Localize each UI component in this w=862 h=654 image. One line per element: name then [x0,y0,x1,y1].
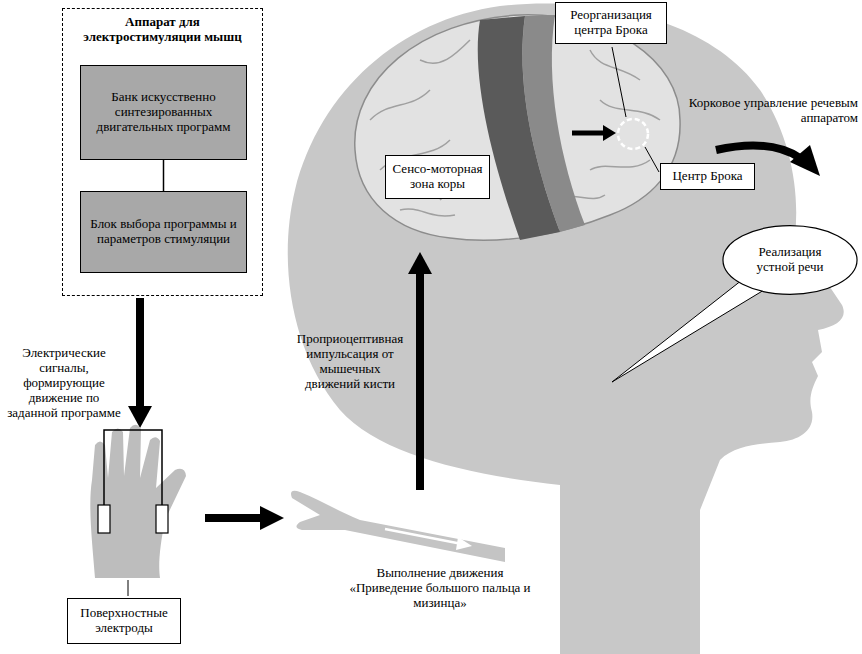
node-text: Банк искусственно синтезированных двигат… [87,90,240,135]
broca-arrow-head [603,125,616,141]
node-text: Аппарат для электростимуляции мышц [71,15,254,45]
speech-ellipse: Реализация устной речи [722,225,858,295]
label-text: Выполнение движения «Приведение большого… [345,566,535,611]
broca-arrow-shaft [572,131,605,136]
electrode-hand [90,425,186,578]
annotation-label: Проприоцептивная импульсация от мышечных… [292,332,408,392]
electrode-wire [104,430,162,505]
device-group-box: Аппарат для электростимуляции мышцБанк и… [62,8,263,296]
control-arrow-shaft [716,146,800,159]
control-arrow-head [790,145,820,176]
electrode [98,505,110,533]
cortex-zone-box: Сенсо-моторная зона коры [385,155,490,199]
broca-box: Центр Брока [660,163,755,190]
node-text: Реализация устной речи [740,245,840,275]
brain [355,15,680,240]
movement-direction-head [456,537,472,550]
node-text: Блок выбора программы и параметров стиму… [87,217,240,247]
annotation-label: Электрические сигналы, формирующие движе… [2,346,126,421]
node-text: Реорганизация центра Брока [561,8,661,38]
broca-circle [618,119,648,149]
moving-hand [291,491,505,562]
program-selector-box: Блок выбора программы и параметров стиму… [80,191,247,273]
label-text: Корковое управление речевым аппаратом [688,96,858,126]
node-text: Центр Брока [672,169,742,184]
signal-arrow-shaft [136,298,144,408]
leader-line [128,580,129,596]
speech-bubble-tail [612,280,764,382]
label-text: Электрические сигналы, формирующие движе… [2,346,126,421]
leader-line [645,147,659,172]
annotation-label: Корковое управление речевым аппаратом [688,96,858,126]
electrode-label-box: Поверхностные электроды [67,598,181,644]
sensorimotor-band [478,16,560,240]
feedback-arrow-shaft [416,272,424,490]
node-text: Сенсо-моторная зона коры [391,162,484,192]
feedback-arrow-head [408,252,432,274]
program-bank-box: Банк искусственно синтезированных двигат… [80,65,247,160]
annotation-label: Выполнение движения «Приведение большого… [345,566,535,611]
signal-arrow-head [128,406,152,428]
leader-line [612,47,626,117]
connector-line [163,160,165,191]
movement-arrow-head [260,506,284,530]
reorganization-box: Реорганизация центра Брока [555,2,667,44]
electrode [156,505,168,533]
brain-outline [355,15,680,240]
movement-direction [385,529,462,544]
label-text: Проприоцептивная импульсация от мышечных… [292,332,408,392]
movement-arrow-shaft [205,514,262,522]
ellipse-shape [723,226,857,295]
node-text: Поверхностные электроды [73,606,175,636]
